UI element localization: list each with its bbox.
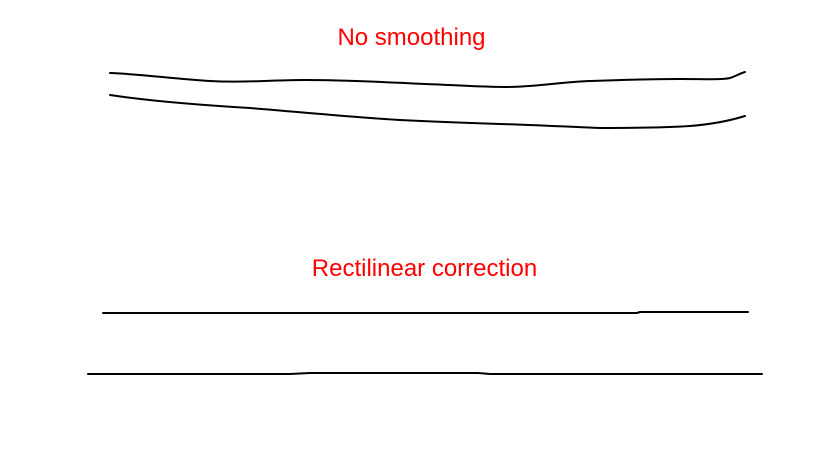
- raw-stroke-lower: [109, 94, 746, 129]
- raw-stroke-upper: [109, 71, 746, 88]
- corrected-stroke-upper: [102, 311, 749, 314]
- corrected-stroke-lower: [87, 372, 763, 375]
- caption-rectilinear-correction: Rectilinear correction: [311, 255, 538, 282]
- caption-no-smoothing: No smoothing: [337, 24, 486, 51]
